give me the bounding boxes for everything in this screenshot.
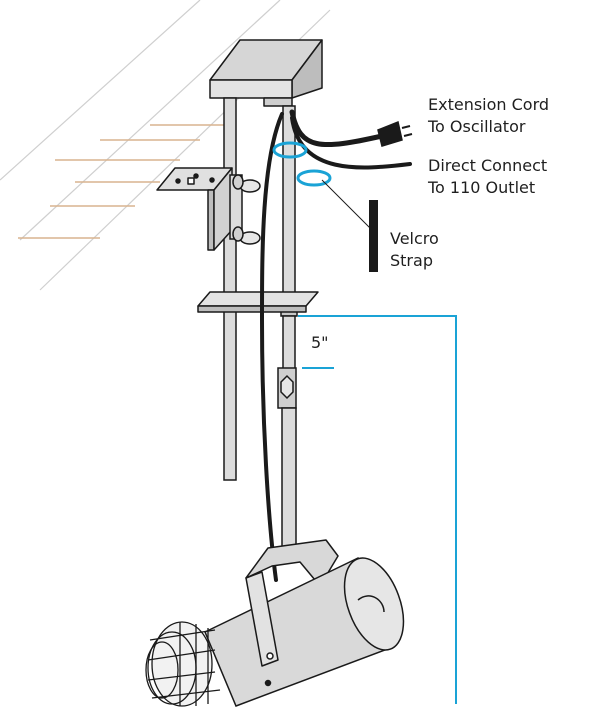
label-extension-cord-line1: Extension Cord bbox=[428, 95, 550, 114]
velcro-leader-line bbox=[321, 179, 371, 229]
label-direct-connect-line2: To 110 Outlet bbox=[428, 178, 536, 197]
velcro-strap-loops bbox=[272, 141, 332, 187]
mount-plate bbox=[197, 291, 319, 313]
label-dimension-value: 5" bbox=[311, 333, 329, 352]
label-velcro-line1: Velcro bbox=[390, 229, 439, 248]
mount-top-box bbox=[209, 39, 323, 107]
cables bbox=[259, 109, 412, 582]
label-direct-connect-line1: Direct Connect bbox=[428, 156, 548, 175]
label-dimension: 5" bbox=[311, 332, 329, 354]
wire-cage bbox=[145, 621, 221, 707]
label-extension-cord-line2: To Oscillator bbox=[428, 117, 526, 136]
rod-clamp bbox=[277, 367, 297, 549]
wall-wood-lines bbox=[18, 124, 228, 239]
right-rod bbox=[280, 105, 298, 377]
label-direct-connect: Direct Connect To 110 Outlet bbox=[428, 155, 547, 199]
yoke-arm bbox=[245, 571, 279, 667]
velcro-strap-bar bbox=[369, 200, 378, 272]
cord-plug bbox=[377, 120, 413, 147]
dimension-line bbox=[298, 315, 457, 704]
label-velcro-line2: Strap bbox=[390, 251, 433, 270]
yoke-bracket bbox=[245, 539, 339, 587]
wall-bracket bbox=[156, 167, 233, 251]
label-extension-cord: Extension Cord To Oscillator bbox=[428, 94, 549, 138]
label-velcro-strap: Velcro Strap bbox=[390, 228, 439, 272]
left-rod bbox=[223, 97, 237, 481]
oscillator-body bbox=[204, 556, 405, 707]
wing-nuts bbox=[229, 174, 261, 245]
